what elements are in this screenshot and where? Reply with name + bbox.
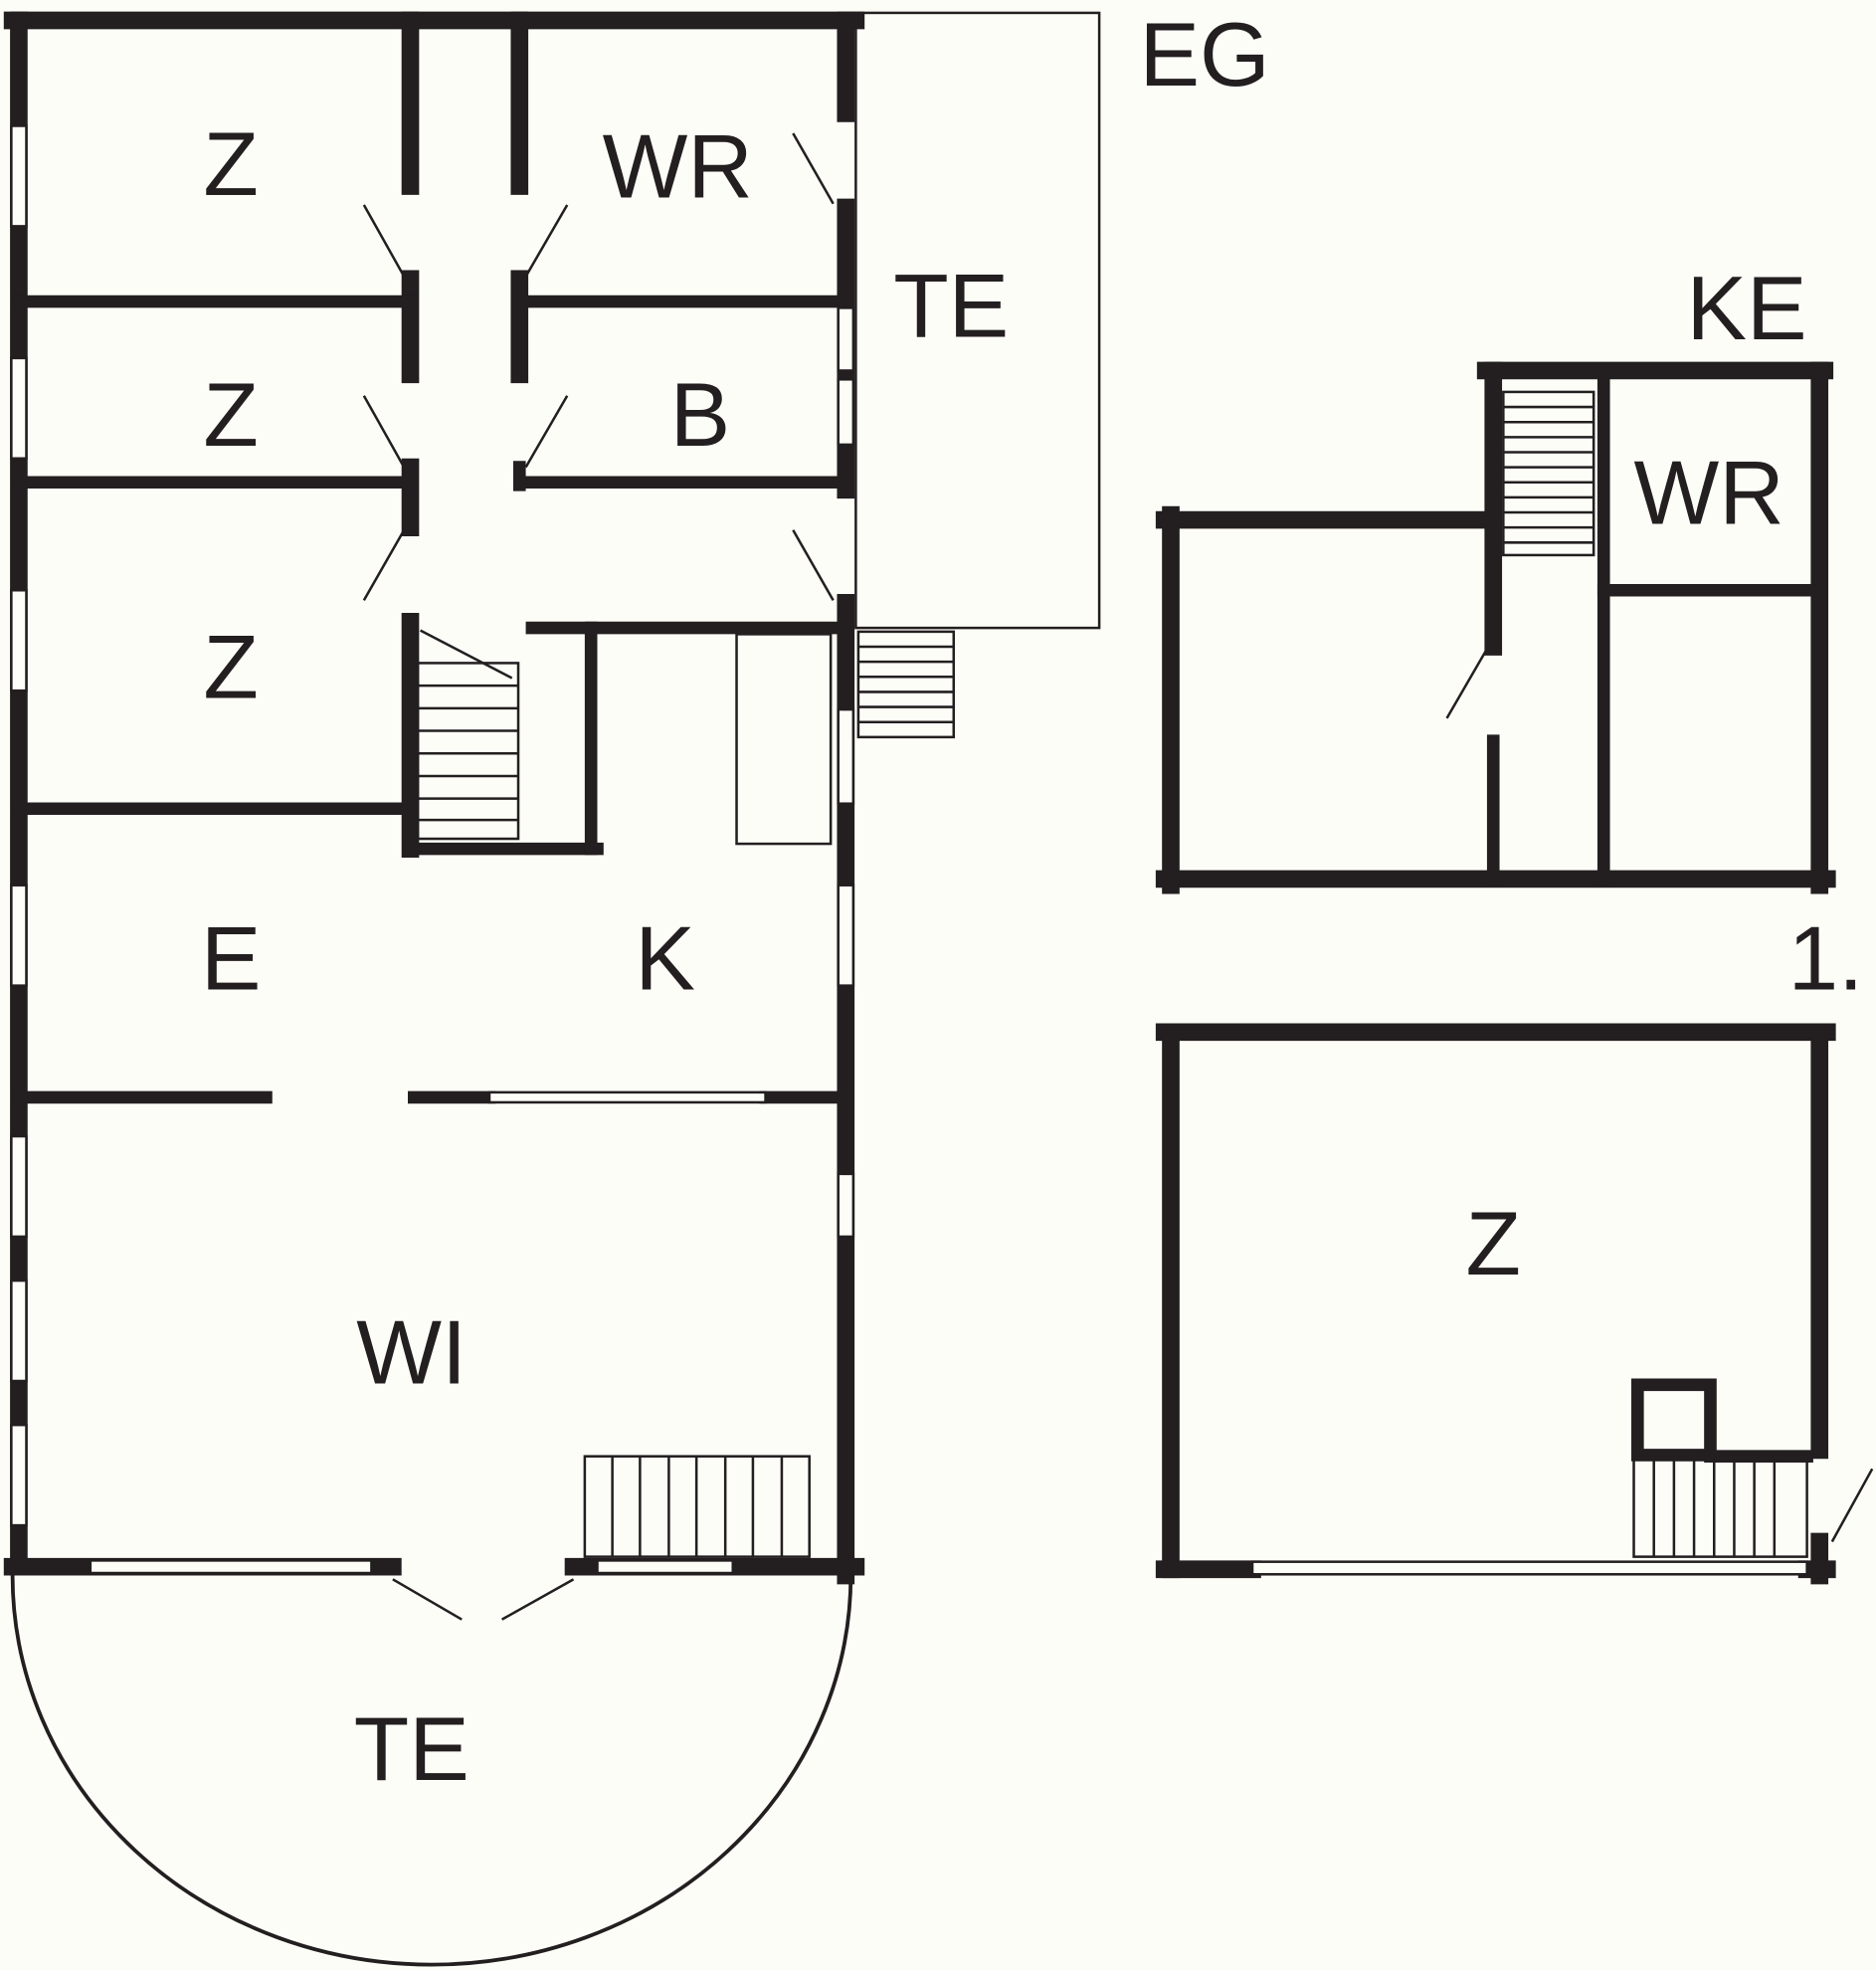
room-label-bedroom-1: Z <box>203 114 258 215</box>
first-floor-window <box>1250 1560 1808 1576</box>
room-label-basement-wc: WR <box>1634 443 1784 543</box>
ground-floor-walls <box>3 11 865 1585</box>
kitchen-counter <box>735 633 833 846</box>
room-label-kitchen: K <box>635 908 695 1009</box>
room-label-bath: B <box>670 365 731 466</box>
room-label-dining: E <box>201 908 262 1009</box>
front-terrace-outline <box>10 1575 853 1967</box>
basement-staircase <box>1502 390 1595 557</box>
door-swings <box>362 132 835 1621</box>
first-floor-door-swing <box>1830 1468 1874 1543</box>
basement-walls <box>1155 361 1836 894</box>
room-label-bedroom-3: Z <box>203 618 258 718</box>
floor-label-ground: EG <box>1139 5 1269 105</box>
room-label-first-floor-bedroom: Z <box>1465 1194 1520 1294</box>
ground-floor-windows <box>10 124 855 1575</box>
basement-door-swing <box>1445 646 1490 719</box>
floor-label-basement: KE <box>1686 259 1806 359</box>
room-label-living: WI <box>356 1303 467 1404</box>
first-floor-walls <box>1155 1023 1836 1585</box>
room-label-side-terrace: TE <box>893 256 1009 356</box>
room-label-wc-1: WR <box>603 116 753 217</box>
floor-label-first: 1. <box>1788 908 1864 1009</box>
first-floor-staircase <box>1632 1457 1808 1558</box>
room-label-front-terrace: TE <box>354 1699 469 1800</box>
room-label-bedroom-2: Z <box>203 365 258 466</box>
living-room-staircase <box>583 1455 811 1558</box>
main-staircase <box>416 662 520 841</box>
entrance-steps <box>856 630 956 739</box>
side-terrace-outline <box>854 11 1101 630</box>
